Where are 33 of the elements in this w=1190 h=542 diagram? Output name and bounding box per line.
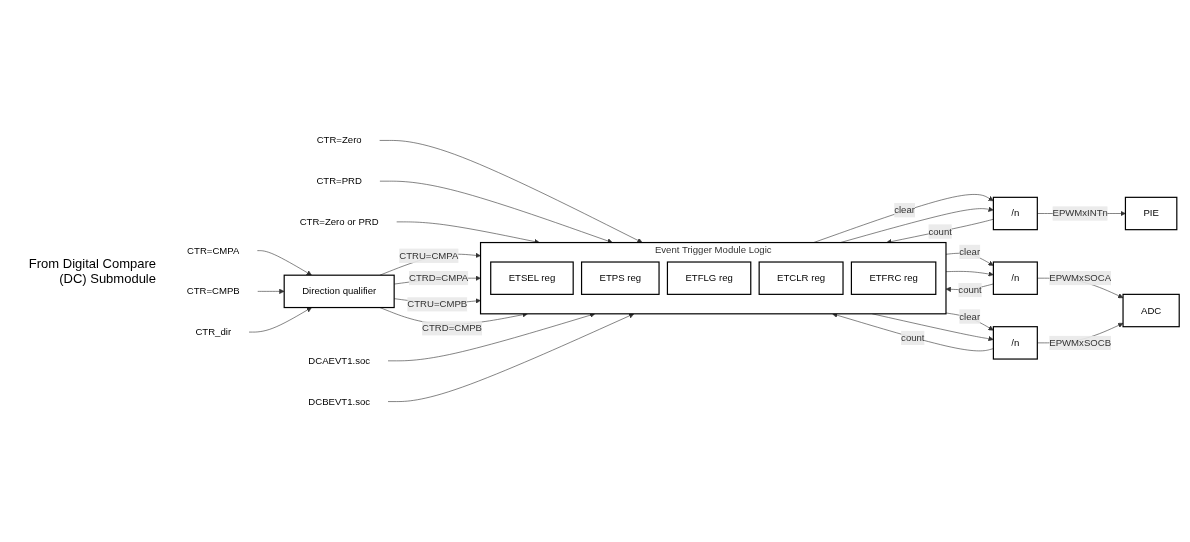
node-box: ETFRC reg xyxy=(850,261,937,295)
node-box: /n xyxy=(992,261,1038,295)
node-box: Direction qualifier xyxy=(283,274,395,309)
note-text: From Digital Compare (DC) Submodule xyxy=(27,256,156,286)
edge-label: count xyxy=(928,226,952,237)
node-text: DCBEVT1.soc xyxy=(308,396,371,407)
node-box: ETSEL reg xyxy=(490,261,574,295)
edge-label: EPWMxSOCA xyxy=(1049,272,1112,283)
node-text: CTR=Zero or PRD xyxy=(299,216,379,227)
node-text: DCAEVT1.soc xyxy=(308,355,371,366)
node-box: ADC xyxy=(1122,293,1180,328)
edge-label: count xyxy=(958,284,982,295)
node-text: CTR=PRD xyxy=(316,175,362,186)
edge-label: clear xyxy=(894,204,915,216)
edge-label: clear xyxy=(959,311,981,322)
edge-label: CTRD=CMPB xyxy=(422,322,482,334)
node-box: /n xyxy=(992,196,1038,231)
node-text: CTR_dir xyxy=(195,326,232,337)
edge-label: count xyxy=(901,332,925,343)
edge-label: clear xyxy=(959,246,981,257)
node-box: ETPS reg xyxy=(580,261,660,295)
node-text: CTR=CMPB xyxy=(186,285,240,297)
edge-label: CTRU=CMPA xyxy=(399,250,459,261)
node-box: ETFLG reg xyxy=(666,261,752,295)
edge-label: EPWMxSOCB xyxy=(1049,337,1112,348)
node-text: CTR=CMPA xyxy=(187,245,240,256)
node-box: ETCLR reg xyxy=(758,261,844,295)
edge-label: CTRD=CMPA xyxy=(409,272,469,283)
edge-label: EPWMxINTn xyxy=(1052,208,1108,219)
node-box: PIE xyxy=(1124,196,1178,231)
node-text: CTR=Zero xyxy=(316,135,362,146)
node-box: /n xyxy=(992,326,1038,360)
edge-label: CTRU=CMPB xyxy=(407,298,468,310)
